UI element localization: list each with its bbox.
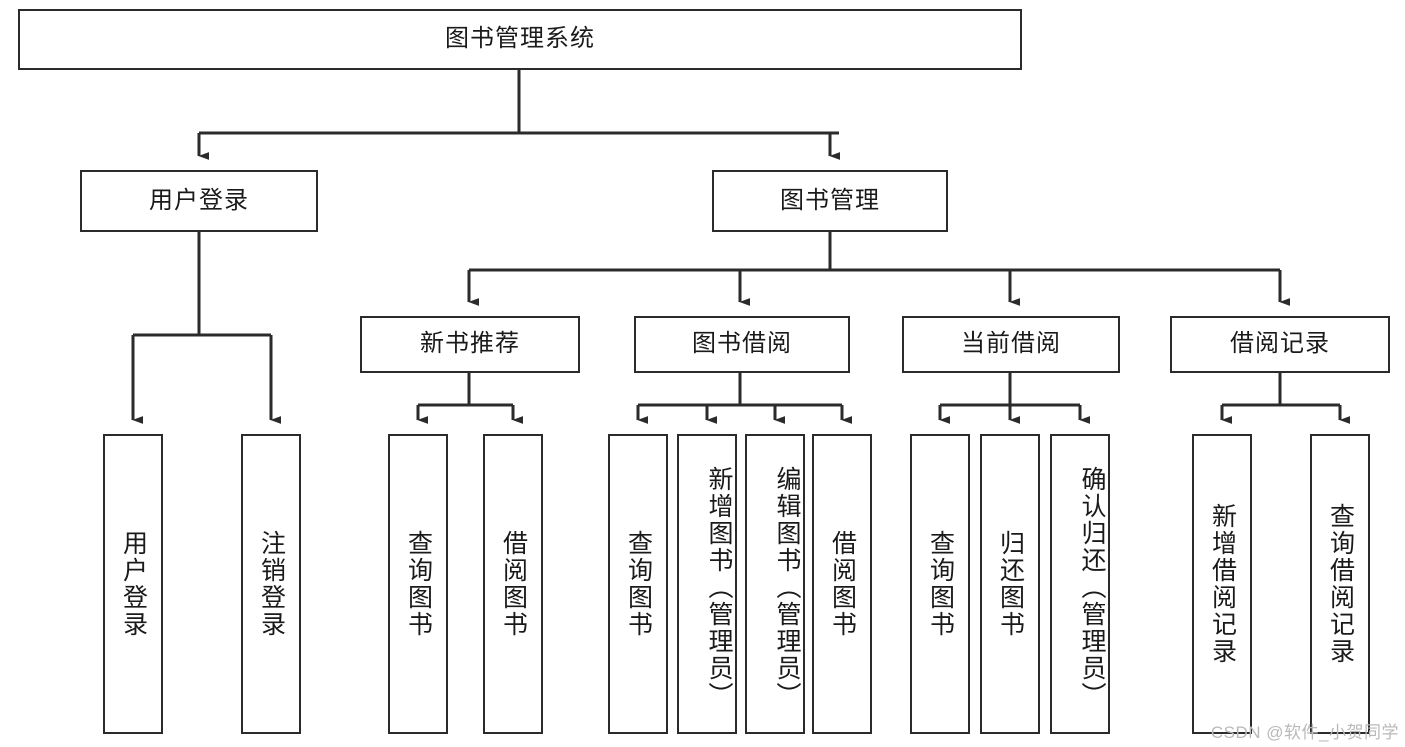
node-leaf-add-borrow-record[interactable]: 新增借阅记录 [1192, 434, 1252, 734]
node-leaf-borrow-book-1[interactable]: 借阅图书 [483, 434, 543, 734]
node-leaf-borrow-book-1-label: 借阅图书 [499, 530, 528, 638]
node-leaf-query-borrow-record-label: 查询借阅记录 [1326, 503, 1355, 665]
node-leaf-user-login-label: 用户登录 [119, 530, 148, 638]
node-leaf-query-book-3-label: 查询图书 [926, 530, 955, 638]
node-leaf-user-login[interactable]: 用户登录 [103, 434, 163, 734]
node-book-borrow[interactable]: 图书借阅 [634, 316, 850, 373]
node-book-borrow-label: 图书借阅 [692, 330, 792, 358]
node-leaf-logout-login-label: 注销登录 [257, 530, 286, 638]
node-leaf-borrow-book-2-label: 借阅图书 [828, 530, 857, 638]
node-new-book-recommend[interactable]: 新书推荐 [360, 316, 580, 373]
node-leaf-borrow-book-2[interactable]: 借阅图书 [812, 434, 872, 734]
node-current-borrow[interactable]: 当前借阅 [902, 316, 1120, 373]
node-user-login[interactable]: 用户登录 [80, 170, 318, 232]
node-leaf-confirm-return-admin-label: 确认归还（管理员） [1078, 465, 1106, 709]
node-leaf-return-book-label: 归还图书 [996, 530, 1025, 638]
node-leaf-confirm-return-admin[interactable]: 确认归还（管理员） [1050, 434, 1110, 734]
node-root[interactable]: 图书管理系统 [18, 9, 1022, 70]
node-leaf-query-book-1-label: 查询图书 [404, 530, 433, 638]
node-borrow-record-label: 借阅记录 [1230, 330, 1330, 358]
node-current-borrow-label: 当前借阅 [961, 330, 1061, 358]
node-book-manage-label: 图书管理 [780, 186, 880, 214]
node-book-manage[interactable]: 图书管理 [712, 170, 948, 232]
node-leaf-logout-login[interactable]: 注销登录 [241, 434, 301, 734]
node-leaf-edit-book-admin[interactable]: 编辑图书（管理员） [745, 434, 805, 734]
node-user-login-label: 用户登录 [149, 186, 249, 214]
node-leaf-add-book-admin-label: 新增图书（管理员） [705, 465, 733, 709]
node-leaf-query-book-3[interactable]: 查询图书 [910, 434, 970, 734]
node-leaf-query-book-1[interactable]: 查询图书 [388, 434, 448, 734]
node-leaf-query-book-2[interactable]: 查询图书 [608, 434, 668, 734]
node-leaf-return-book[interactable]: 归还图书 [980, 434, 1040, 734]
node-new-book-recommend-label: 新书推荐 [420, 330, 520, 358]
node-root-label: 图书管理系统 [445, 25, 595, 53]
node-leaf-query-borrow-record[interactable]: 查询借阅记录 [1310, 434, 1370, 734]
node-borrow-record[interactable]: 借阅记录 [1170, 316, 1390, 373]
node-leaf-add-borrow-record-label: 新增借阅记录 [1208, 503, 1237, 665]
node-leaf-query-book-2-label: 查询图书 [624, 530, 653, 638]
node-leaf-add-book-admin[interactable]: 新增图书（管理员） [677, 434, 737, 734]
node-leaf-edit-book-admin-label: 编辑图书（管理员） [773, 465, 801, 709]
watermark-text: CSDN @软件_小贺同学 [1210, 723, 1399, 742]
